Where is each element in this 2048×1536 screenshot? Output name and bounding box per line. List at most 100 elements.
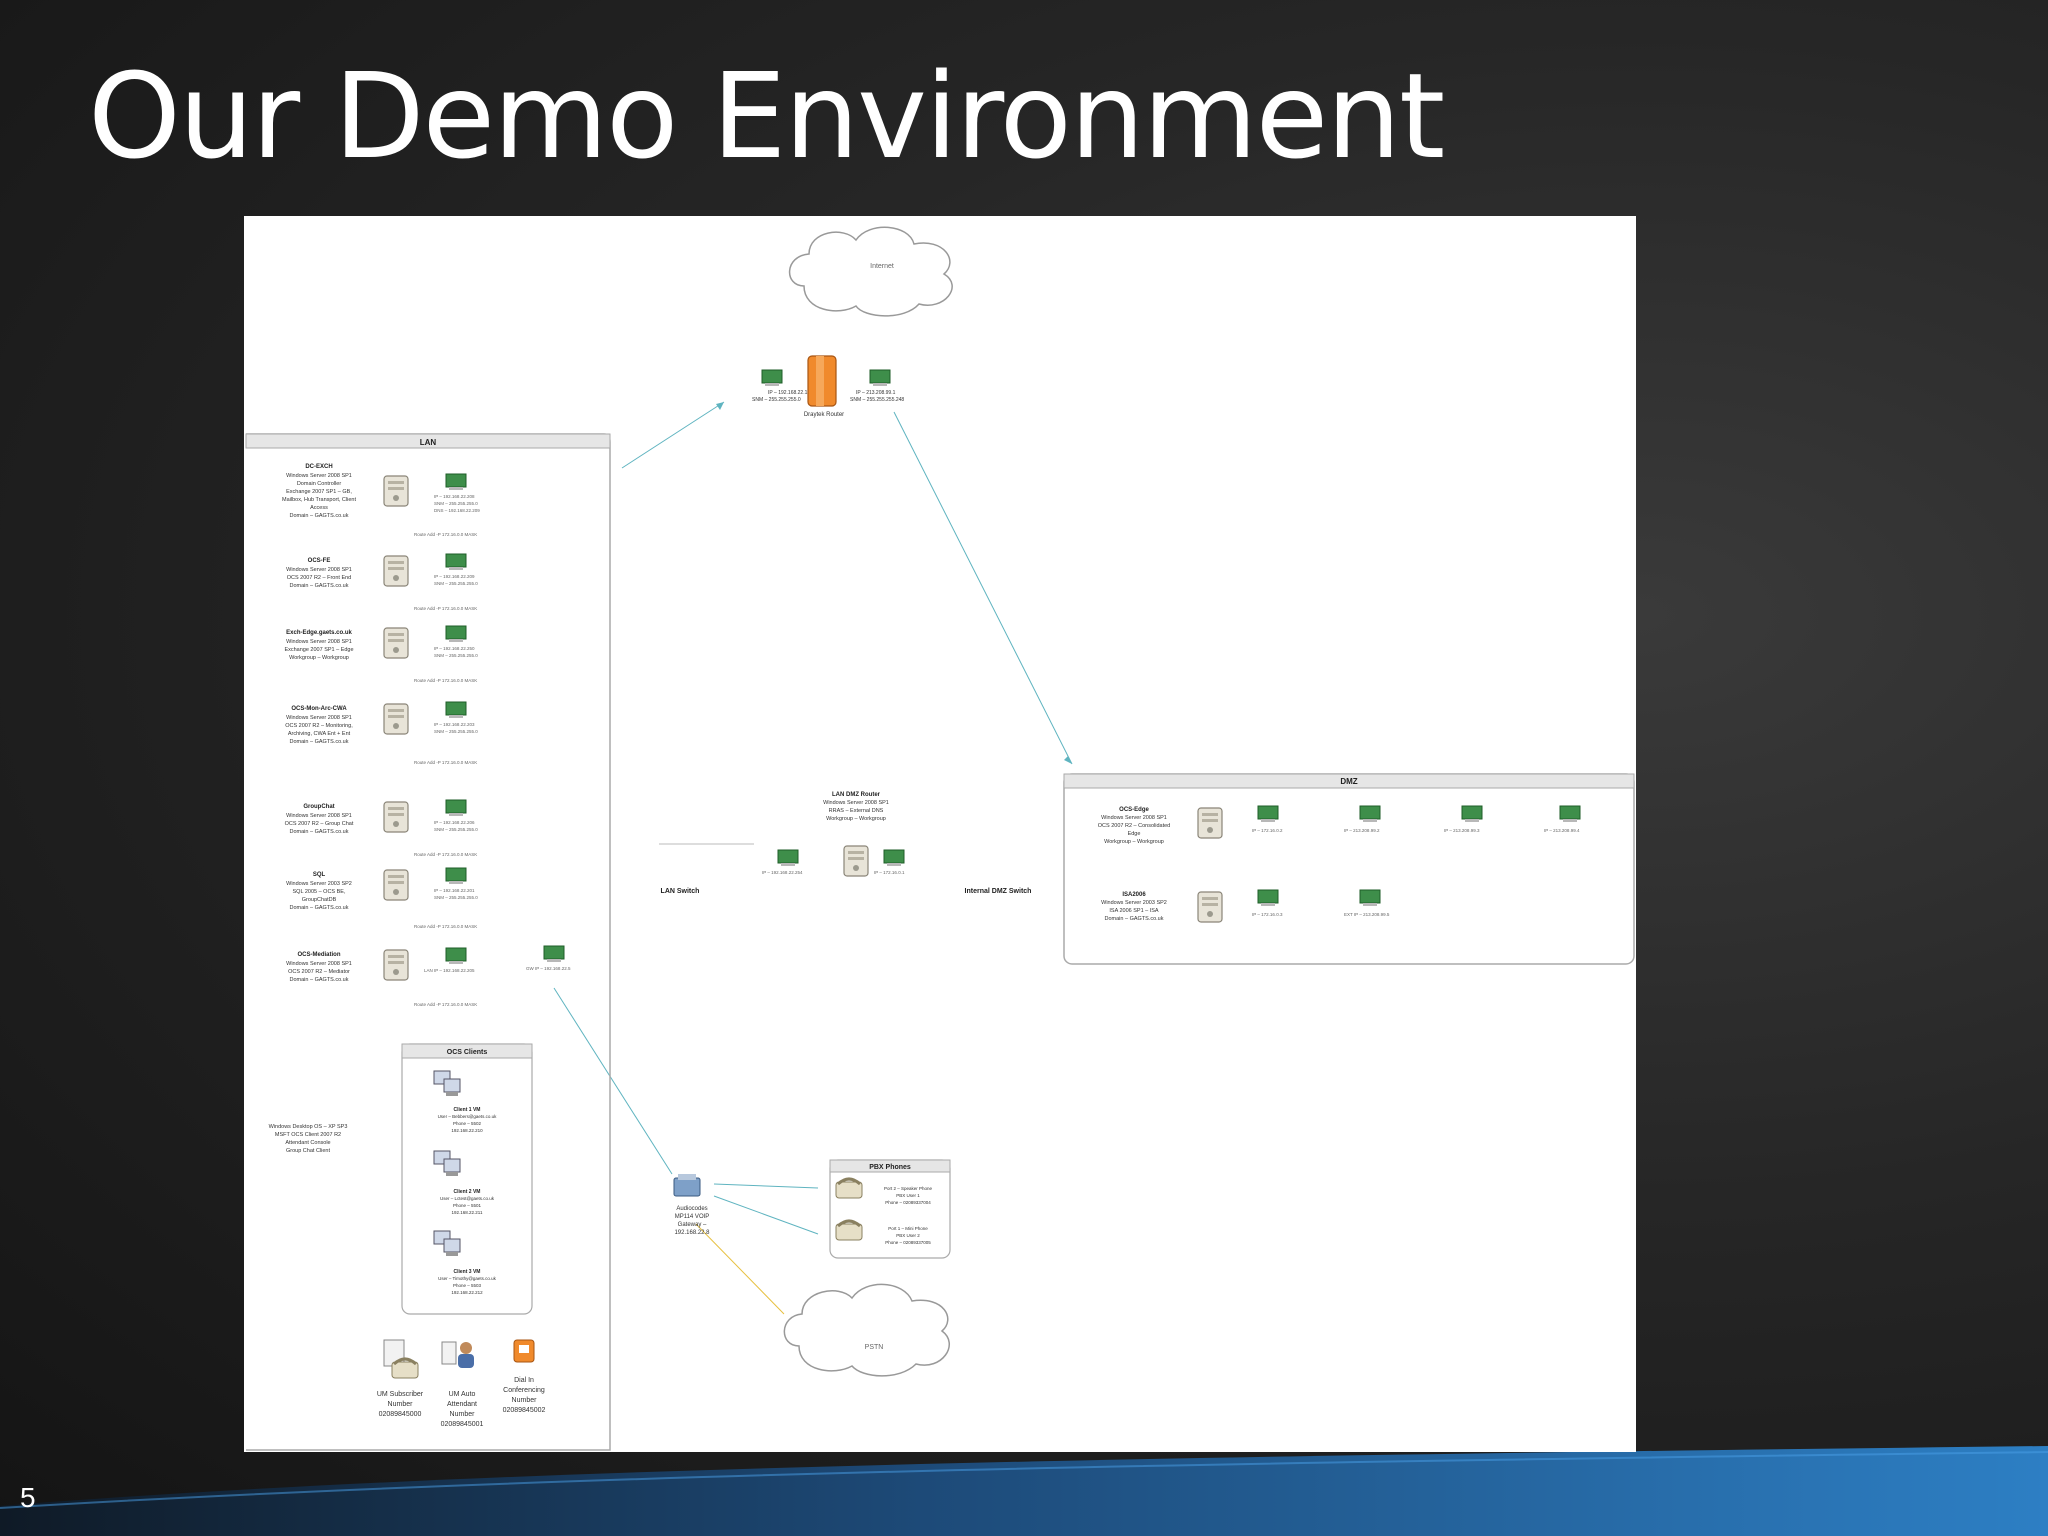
svg-text:MP114 VOIP: MP114 VOIP bbox=[675, 1214, 710, 1220]
svg-text:SNM – 255.255.255.0: SNM – 255.255.255.0 bbox=[434, 729, 478, 734]
svg-text:IP – 192.168.22.201: IP – 192.168.22.201 bbox=[434, 888, 475, 893]
network-diagram: Internet PSTN IP – 192.168.22.1 SNM – 25… bbox=[244, 216, 1636, 1452]
internet-label: Internet bbox=[870, 263, 894, 270]
svg-text:Audiocodes: Audiocodes bbox=[676, 1206, 707, 1212]
lan-server-exch-edge: Exch-Edge.gaets.co.uk Windows Server 200… bbox=[284, 625, 478, 683]
svg-text:IP – 192.168.22.206: IP – 192.168.22.206 bbox=[434, 820, 475, 825]
svg-text:SNM – 255.255.255.0: SNM – 255.255.255.0 bbox=[434, 501, 478, 506]
dmz-server-isa2006: ISA2006 Windows Server 2003 SP2 ISA 2006… bbox=[1101, 889, 1390, 923]
lan-server-ocs-mon: OCS-Mon-Arc-CWA Windows Server 2008 SP1 … bbox=[285, 701, 478, 765]
svg-text:IP – 192.168.22.1: IP – 192.168.22.1 bbox=[768, 390, 808, 396]
svg-text:GroupChatDB: GroupChatDB bbox=[302, 897, 337, 903]
svg-text:Windows Server 2008 SP1: Windows Server 2008 SP1 bbox=[1101, 815, 1167, 821]
svg-text:Domain Controller: Domain Controller bbox=[297, 481, 341, 487]
svg-text:Attendant Console: Attendant Console bbox=[285, 1140, 330, 1146]
svg-text:LAN Switch: LAN Switch bbox=[661, 888, 700, 895]
router-label: Draytek Router bbox=[804, 412, 844, 418]
client-1: Client 1 VM User – Bebbers@gaets.co.uk P… bbox=[433, 1070, 498, 1133]
svg-text:Client 2 VM: Client 2 VM bbox=[454, 1189, 481, 1195]
svg-text:PBX User 1: PBX User 1 bbox=[896, 1193, 920, 1198]
svg-text:Domain – GAGTS.co.uk: Domain – GAGTS.co.uk bbox=[1105, 916, 1164, 922]
svg-text:Domain – GAGTS.co.uk: Domain – GAGTS.co.uk bbox=[290, 513, 349, 519]
svg-text:Phone – 5503: Phone – 5503 bbox=[453, 1283, 482, 1288]
svg-text:Group Chat Client: Group Chat Client bbox=[286, 1148, 330, 1154]
voip-gateway: Audiocodes MP114 VOIP Gateway – 192.168.… bbox=[673, 1174, 710, 1236]
svg-text:PBX Phones: PBX Phones bbox=[869, 1164, 911, 1171]
svg-text:02089845000: 02089845000 bbox=[379, 1411, 422, 1418]
page-number: 5 bbox=[20, 1482, 36, 1513]
svg-text:Workgroup – Workgroup: Workgroup – Workgroup bbox=[1104, 839, 1164, 845]
svg-text:IP – 172.16.0.1: IP – 172.16.0.1 bbox=[874, 870, 905, 875]
svg-text:192.168.22.212: 192.168.22.212 bbox=[451, 1290, 483, 1295]
svg-text:Windows Server 2008 SP1: Windows Server 2008 SP1 bbox=[823, 800, 889, 806]
dmz-zone: DMZ bbox=[1063, 773, 1635, 965]
footer-swoosh bbox=[0, 1446, 2048, 1536]
svg-text:RRAS – External DNS: RRAS – External DNS bbox=[829, 808, 884, 814]
lan-server-sql: SQL Windows Server 2003 SP2 SQL 2005 – O… bbox=[286, 867, 478, 929]
svg-text:IP – 213.208.99.4: IP – 213.208.99.4 bbox=[1544, 828, 1580, 833]
router: IP – 192.168.22.1 SNM – 255.255.255.0 IP… bbox=[752, 355, 904, 418]
svg-text:IP – 213.208.99.2: IP – 213.208.99.2 bbox=[1344, 828, 1380, 833]
lan-server-ocs-fe: OCS-FE Windows Server 2008 SP1 OCS 2007 … bbox=[286, 553, 478, 611]
svg-text:User – Timothy@gaets.co.uk: User – Timothy@gaets.co.uk bbox=[438, 1276, 497, 1281]
pstn-label: PSTN bbox=[865, 1344, 884, 1351]
pstn-cloud: PSTN bbox=[783, 1283, 950, 1377]
svg-text:Windows Server 2003 SP2: Windows Server 2003 SP2 bbox=[1101, 900, 1167, 906]
client-2: Client 2 VM User – Lctest@gaets.co.uk Ph… bbox=[433, 1150, 495, 1215]
svg-text:Client 1 VM: Client 1 VM bbox=[454, 1107, 481, 1113]
lan-server-groupchat: GroupChat Windows Server 2008 SP1 OCS 20… bbox=[285, 799, 478, 857]
svg-text:SNM – 255.255.255.0: SNM – 255.255.255.0 bbox=[434, 581, 478, 586]
ocs-clients-zone: OCS Clients Windows Desktop OS – XP SP3 … bbox=[269, 1043, 533, 1315]
svg-text:IP – 192.168.22.208: IP – 192.168.22.208 bbox=[434, 494, 475, 499]
svg-text:Conferencing: Conferencing bbox=[503, 1387, 545, 1394]
lan-dmz-router: LAN DMZ Router Windows Server 2008 SP1 R… bbox=[762, 792, 905, 877]
svg-text:DNS – 192.168.22.209: DNS – 192.168.22.209 bbox=[434, 508, 480, 513]
svg-text:Phone – 5501: Phone – 5501 bbox=[453, 1203, 482, 1208]
svg-text:Internal DMZ Switch: Internal DMZ Switch bbox=[965, 888, 1032, 895]
svg-text:IP – 213.208.99.1: IP – 213.208.99.1 bbox=[856, 390, 896, 396]
svg-text:IP – 213.208.99.3: IP – 213.208.99.3 bbox=[1444, 828, 1480, 833]
dial-in-conferencing-number: Dial In Conferencing Number 02089845002 bbox=[503, 1339, 546, 1414]
svg-text:Number: Number bbox=[388, 1401, 414, 1408]
svg-text:EXT IP – 213.208.99.5: EXT IP – 213.208.99.5 bbox=[1344, 912, 1390, 917]
svg-text:OCS 2007 R2 – Monitoring,: OCS 2007 R2 – Monitoring, bbox=[285, 723, 353, 729]
svg-text:192.168.22.211: 192.168.22.211 bbox=[452, 1210, 483, 1215]
svg-text:IP – 172.16.0.3: IP – 172.16.0.3 bbox=[1252, 912, 1283, 917]
svg-text:GroupChat: GroupChat bbox=[303, 804, 334, 810]
svg-text:Windows Server 2008 SP1: Windows Server 2008 SP1 bbox=[286, 715, 352, 721]
lan-server-ocs-mediation: OCS-Mediation Windows Server 2008 SP1 OC… bbox=[286, 945, 571, 1007]
svg-text:Route Add -P 172.16.0.0 MASK: Route Add -P 172.16.0.0 MASK bbox=[414, 852, 477, 857]
pbx-phones-zone: PBX Phones bbox=[829, 1159, 951, 1259]
svg-text:Edge: Edge bbox=[1128, 831, 1141, 837]
slide-title: Our Demo Environment bbox=[88, 47, 1445, 185]
svg-text:UM Auto: UM Auto bbox=[449, 1391, 476, 1398]
ocs-clients-title: OCS Clients bbox=[447, 1049, 488, 1056]
svg-text:Phone – 02089337004: Phone – 02089337004 bbox=[885, 1200, 931, 1205]
svg-text:Domain – GAGTS.co.uk: Domain – GAGTS.co.uk bbox=[290, 977, 349, 983]
svg-text:Domain – GAGTS.co.uk: Domain – GAGTS.co.uk bbox=[290, 905, 349, 911]
svg-text:Windows Server 2008 SP1: Windows Server 2008 SP1 bbox=[286, 961, 352, 967]
pbx-phone-1: Port 2 – Speaker Phone PBX User 1 Phone … bbox=[834, 1177, 933, 1205]
svg-text:OCS 2007 R2 – Consolidated: OCS 2007 R2 – Consolidated bbox=[1098, 823, 1170, 829]
svg-text:OCS 2007 R2 – Group Chat: OCS 2007 R2 – Group Chat bbox=[285, 821, 354, 827]
svg-text:IP – 192.168.22.209: IP – 192.168.22.209 bbox=[434, 574, 475, 579]
svg-text:Mailbox, Hub Transport, Client: Mailbox, Hub Transport, Client bbox=[282, 497, 356, 503]
svg-text:02089845002: 02089845002 bbox=[503, 1407, 546, 1414]
client-3: Client 3 VM User – Timothy@gaets.co.uk P… bbox=[433, 1230, 497, 1295]
svg-text:Workgroup – Workgroup: Workgroup – Workgroup bbox=[289, 655, 349, 661]
svg-text:OCS-Mediation: OCS-Mediation bbox=[298, 952, 341, 958]
svg-text:ISA2006: ISA2006 bbox=[1122, 892, 1146, 898]
lan-server-dc-exch: DC-EXCH Windows Server 2008 SP1 Domain C… bbox=[282, 464, 480, 537]
svg-text:GW IP – 192.168.22.5: GW IP – 192.168.22.5 bbox=[526, 966, 571, 971]
svg-text:SNM – 255.255.255.0: SNM – 255.255.255.0 bbox=[434, 895, 478, 900]
svg-text:Exchange 2007 SP1 – Edge: Exchange 2007 SP1 – Edge bbox=[284, 647, 353, 653]
lan-zone: LAN bbox=[245, 433, 611, 1451]
internet-cloud: Internet bbox=[788, 226, 953, 317]
svg-text:Windows Server 2008 SP1: Windows Server 2008 SP1 bbox=[286, 813, 352, 819]
svg-text:IP – 192.168.22.250: IP – 192.168.22.250 bbox=[434, 646, 475, 651]
svg-text:User – Bebbers@gaets.co.uk: User – Bebbers@gaets.co.uk bbox=[438, 1114, 498, 1119]
um-auto-attendant-number: UM Auto Attendant Number 02089845001 bbox=[441, 1341, 484, 1428]
svg-text:Gateway –: Gateway – bbox=[678, 1222, 707, 1228]
svg-text:Windows Server 2008 SP1: Windows Server 2008 SP1 bbox=[286, 473, 352, 479]
svg-text:IP – 192.168.22.203: IP – 192.168.22.203 bbox=[434, 722, 475, 727]
